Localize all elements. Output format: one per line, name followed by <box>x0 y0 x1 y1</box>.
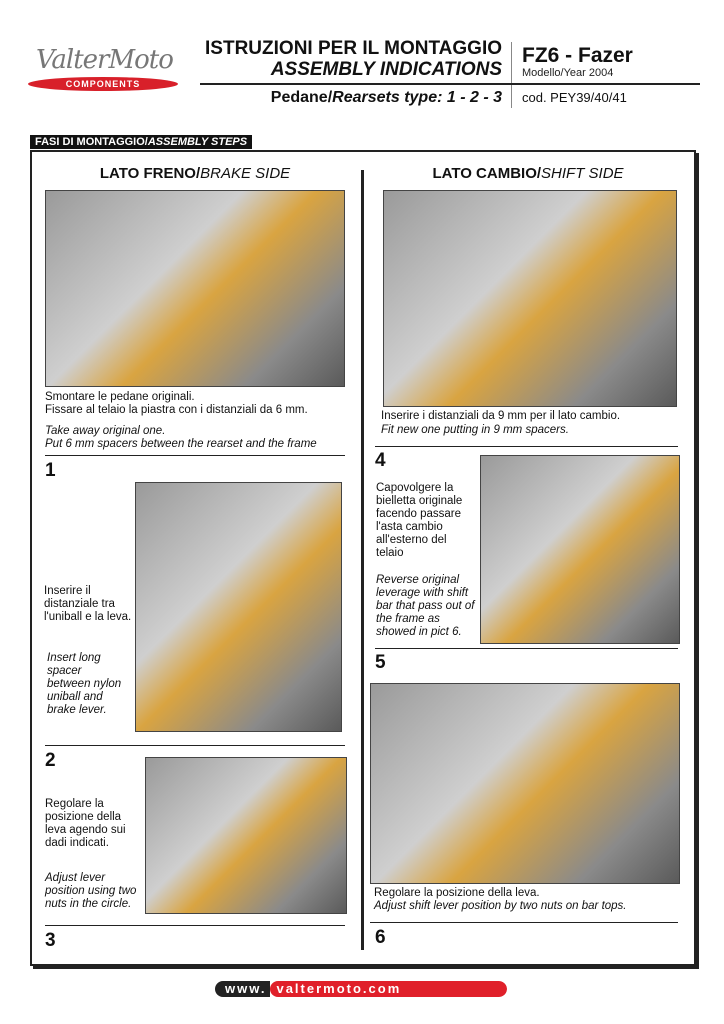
product-code: cod. PEY39/40/41 <box>522 90 627 105</box>
website-link[interactable]: www.valtermoto.com <box>215 981 507 997</box>
step-5-rule <box>375 648 678 649</box>
steps-tab: FASI DI MONTAGGIO/ASSEMBLY STEPS <box>30 135 253 149</box>
step-6-photo <box>370 683 680 884</box>
steps-frame <box>30 150 696 966</box>
step-2-text-it: Inserire il distanziale tra l'uniball e … <box>44 585 132 623</box>
header-rule <box>200 83 700 85</box>
website-www: www. <box>215 981 271 997</box>
model: FZ6 - Fazer <box>522 44 633 67</box>
step-6-text-en: Adjust shift lever position by two nuts … <box>374 900 627 912</box>
header-separator <box>511 42 512 108</box>
step-4-number: 4 <box>375 450 386 471</box>
step-6-text-it: Regolare la posizione della leva. <box>374 887 540 899</box>
column-divider <box>361 170 364 950</box>
logo-pill: COMPONENTS <box>28 77 178 91</box>
step-1-photo <box>45 190 345 387</box>
step-1-text-en: Take away original one. Put 6 mm spacers… <box>45 425 317 450</box>
step-3-text-it: Regolare la posizione della leva agendo … <box>45 798 126 849</box>
step-6-rule <box>370 922 678 923</box>
step-2-photo <box>135 482 342 732</box>
step-3-number: 3 <box>45 930 56 951</box>
rearset-type: Pedane/Rearsets type: 1 - 2 - 3 <box>271 89 502 107</box>
step-5-photo <box>480 455 680 644</box>
year: Modello/Year 2004 <box>522 67 614 79</box>
rearset-it: Pedane/ <box>270 89 333 106</box>
step-2-number: 2 <box>45 750 56 771</box>
step-3-text-en: Adjust lever position using two nuts in … <box>45 872 137 910</box>
shift-side-title: LATO CAMBIO/SHIFT SIDE <box>378 165 678 182</box>
shift-side-en: SHIFT SIDE <box>541 165 624 182</box>
step-4-text-it: Inserire i distanziali da 9 mm per il la… <box>381 410 621 422</box>
logo-script: ValterMoto <box>36 45 174 75</box>
shift-side-it: LATO CAMBIO/ <box>432 165 542 182</box>
step-5-text-it: Capovolgere la bielletta originale facen… <box>376 482 463 559</box>
valtermoto-logo: ValterMoto COMPONENTS <box>28 45 183 93</box>
step-4-photo <box>383 190 677 407</box>
step-2-text-en: Insert long spacer between nylon uniball… <box>47 652 122 716</box>
brake-side-title: LATO FRENO/BRAKE SIDE <box>45 165 345 182</box>
step-3-photo <box>145 757 347 914</box>
website-domain: valtermoto.com <box>270 981 507 997</box>
step-5-number: 5 <box>375 652 386 673</box>
step-6-number: 6 <box>375 927 386 948</box>
rearset-en: Rearsets type: 1 - 2 - 3 <box>332 89 502 106</box>
steps-tab-it: FASI DI MONTAGGIO/ <box>35 136 148 148</box>
steps-tab-en: ASSEMBLY STEPS <box>147 136 248 148</box>
step-1-rule <box>45 455 345 456</box>
step-4-rule <box>375 446 678 447</box>
step-1-text-it: Smontare le pedane originali. Fissare al… <box>45 391 308 416</box>
brake-side-en: BRAKE SIDE <box>200 165 291 182</box>
step-2-rule <box>45 745 345 746</box>
title-en: ASSEMBLY INDICATIONS <box>270 59 502 80</box>
brake-side-it: LATO FRENO/ <box>99 165 201 182</box>
step-1-number: 1 <box>45 460 56 481</box>
step-3-rule <box>45 925 345 926</box>
title-it: ISTRUZIONI PER IL MONTAGGIO <box>205 38 502 59</box>
step-4-text-en: Fit new one putting in 9 mm spacers. <box>381 424 569 436</box>
step-5-text-en: Reverse original leverage with shift bar… <box>376 574 475 638</box>
